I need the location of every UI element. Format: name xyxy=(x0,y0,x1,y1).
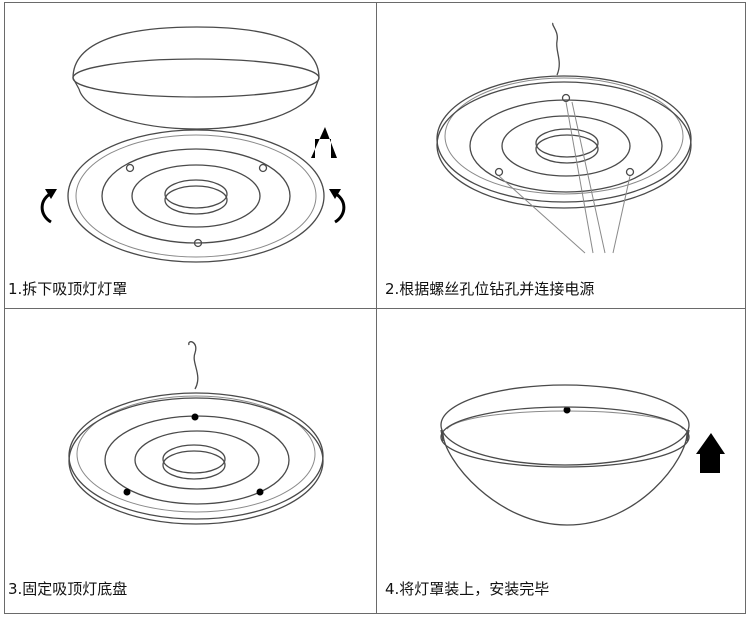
step-1-illustration xyxy=(40,26,346,263)
lampshade-rim-lower xyxy=(78,88,316,130)
grid-divider-horizontal xyxy=(4,308,746,309)
screw-hole xyxy=(494,167,504,177)
base-plate-ring-inner xyxy=(501,115,631,177)
base-plate-outer xyxy=(440,384,690,466)
lampshade-dome xyxy=(72,26,320,79)
step-3-panel: 3.固定吸顶灯底盘 xyxy=(5,309,376,613)
pointer-line xyxy=(612,175,631,254)
screw-hole xyxy=(561,93,571,103)
screw-hole xyxy=(193,238,203,248)
arrow-up-icon xyxy=(696,433,725,473)
step-1-caption: 1.拆下吸顶灯灯罩 xyxy=(8,280,128,298)
screw-hole xyxy=(625,167,635,177)
power-wire xyxy=(188,341,199,390)
step-4-panel: 4.将灯罩装上，安装完毕 xyxy=(377,309,745,613)
screw-hole xyxy=(258,163,268,173)
screw xyxy=(256,488,264,496)
base-plate-ring-inner xyxy=(131,164,261,228)
arrow-up-icon xyxy=(311,127,337,158)
step-3-illustration xyxy=(68,341,324,525)
base-plate-outer xyxy=(67,129,325,263)
base-plate-hub xyxy=(164,179,228,209)
step-4-caption: 4.将灯罩装上，安装完毕 xyxy=(385,580,550,598)
pointer-line xyxy=(571,101,606,254)
step-2-caption: 2.根据螺丝孔位钻孔并连接电源 xyxy=(385,280,595,298)
lampshade-dome xyxy=(442,432,688,526)
power-wire xyxy=(552,22,560,76)
base-plate-outer xyxy=(68,392,324,520)
lampshade-rim xyxy=(440,406,690,468)
screw-hole xyxy=(125,163,135,173)
base-plate-ring xyxy=(469,99,663,193)
screw xyxy=(191,413,199,421)
lampshade-top-rim xyxy=(72,58,320,98)
base-plate-hub xyxy=(162,444,226,474)
pointer-line xyxy=(498,175,586,254)
base-plate-ring-inner xyxy=(134,430,260,490)
base-plate-ring xyxy=(101,148,291,244)
screw xyxy=(123,488,131,496)
screw xyxy=(563,406,571,414)
step-4-illustration xyxy=(440,384,725,526)
base-plate-hub xyxy=(535,128,599,158)
pointer-line xyxy=(565,101,594,254)
step-1-panel: 1.拆下吸顶灯灯罩 xyxy=(5,3,376,308)
step-2-panel: 2.根据螺丝孔位钻孔并连接电源 xyxy=(377,3,745,308)
step-2-illustration xyxy=(436,22,692,254)
step-3-caption: 3.固定吸顶灯底盘 xyxy=(8,580,128,598)
